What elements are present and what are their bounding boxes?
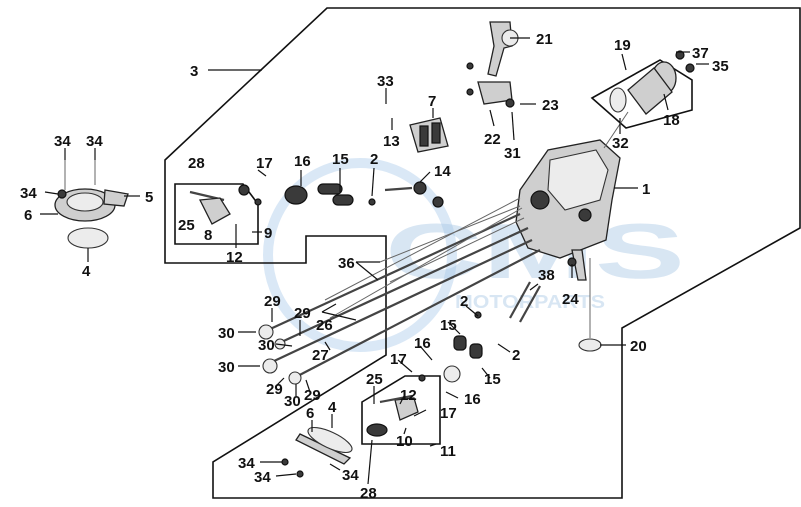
callout-9: 9 bbox=[264, 225, 272, 242]
callout-15-right: 15 bbox=[484, 371, 501, 388]
callout-26: 26 bbox=[316, 317, 333, 334]
callout-24: 24 bbox=[562, 291, 579, 308]
callout-29-d: 29 bbox=[304, 387, 321, 404]
callout-17-mid: 17 bbox=[390, 351, 407, 368]
callout-30-d: 30 bbox=[284, 393, 301, 410]
bolt-14 bbox=[384, 181, 444, 208]
watermark-ring bbox=[263, 158, 457, 352]
callout-16-lower: 16 bbox=[464, 391, 481, 408]
callout-37: 37 bbox=[692, 45, 709, 62]
callout-32: 32 bbox=[612, 135, 629, 152]
tappet-covers-lower bbox=[418, 311, 483, 383]
camshaft bbox=[409, 117, 449, 153]
callout-25-upper: 25 bbox=[178, 217, 195, 234]
callout-20: 20 bbox=[630, 338, 647, 355]
callout-34-lower-c: 34 bbox=[342, 467, 359, 484]
callout-34-lower-b: 34 bbox=[254, 469, 271, 486]
callout-11: 11 bbox=[440, 443, 456, 460]
callout-6-upper: 6 bbox=[24, 207, 32, 224]
callout-16-upper: 16 bbox=[294, 153, 311, 170]
callout-33: 33 bbox=[377, 73, 394, 90]
thermostat-cover bbox=[54, 160, 129, 249]
callout-2-right: 2 bbox=[512, 347, 520, 364]
callout-23: 23 bbox=[542, 97, 559, 114]
callout-17-upper: 17 bbox=[256, 155, 273, 172]
cylinder-head-port bbox=[530, 190, 550, 210]
callout-13: 13 bbox=[383, 133, 400, 150]
callout-21: 21 bbox=[536, 31, 553, 48]
cylinder-head-port-2 bbox=[578, 208, 592, 222]
callout-12-upper: 12 bbox=[226, 249, 243, 266]
callout-22: 22 bbox=[484, 131, 501, 148]
callout-28-lower: 28 bbox=[360, 485, 377, 502]
cylinder-head-stud bbox=[571, 249, 587, 281]
callout-8: 8 bbox=[204, 227, 212, 244]
callout-30-a: 30 bbox=[218, 325, 235, 342]
callout-7: 7 bbox=[428, 93, 436, 110]
callout-18: 18 bbox=[663, 112, 680, 129]
callout-35: 35 bbox=[712, 58, 729, 75]
callout-4-upper: 4 bbox=[82, 263, 91, 280]
leader-lines bbox=[40, 37, 709, 485]
callout-labels: 3 21 19 37 35 33 7 23 18 13 22 31 32 34 … bbox=[20, 31, 729, 502]
callout-34-top-right: 34 bbox=[86, 133, 103, 150]
cylinder-head-cover bbox=[547, 149, 609, 211]
callout-31: 31 bbox=[504, 145, 521, 162]
callout-2-mid: 2 bbox=[460, 293, 468, 310]
callout-12-lower: 12 bbox=[400, 387, 417, 404]
assembly-frame bbox=[164, 7, 801, 499]
push-rods bbox=[267, 197, 541, 381]
callout-27: 27 bbox=[312, 347, 329, 364]
callout-34-lower-a: 34 bbox=[238, 455, 255, 472]
valve-adjuster-9 bbox=[189, 184, 250, 225]
callout-16-mid: 16 bbox=[414, 335, 431, 352]
callout-1: 1 bbox=[642, 181, 650, 198]
intake-pipe bbox=[603, 50, 695, 149]
callout-4-lower: 4 bbox=[328, 399, 337, 416]
rocker-arm-assembly bbox=[466, 21, 519, 108]
callout-2-upper: 2 bbox=[370, 151, 378, 168]
subassembly-frame-11 bbox=[361, 375, 441, 445]
o-ring-20 bbox=[578, 338, 602, 352]
callout-5: 5 bbox=[145, 189, 153, 206]
callout-30-b: 30 bbox=[258, 337, 275, 354]
callout-17-lower: 17 bbox=[440, 405, 457, 422]
subassembly-frame-9 bbox=[174, 183, 259, 245]
callout-15-mid: 15 bbox=[440, 317, 457, 334]
callout-29-a: 29 bbox=[264, 293, 281, 310]
callout-3: 3 bbox=[190, 63, 198, 80]
callout-34-left: 34 bbox=[20, 185, 37, 202]
callout-19: 19 bbox=[614, 37, 631, 54]
callout-29-b: 29 bbox=[294, 305, 311, 322]
callout-29-c: 29 bbox=[266, 381, 283, 398]
tappet-covers-upper bbox=[254, 183, 376, 206]
callout-15-upper: 15 bbox=[332, 151, 349, 168]
thermostat-lower bbox=[281, 426, 353, 478]
callout-38: 38 bbox=[538, 267, 555, 284]
callout-30-c: 30 bbox=[218, 359, 235, 376]
callout-34-top-left: 34 bbox=[54, 133, 71, 150]
callout-10: 10 bbox=[396, 433, 413, 450]
washers bbox=[258, 324, 302, 385]
callout-14: 14 bbox=[434, 163, 451, 180]
cylinder-head bbox=[515, 139, 621, 281]
callout-36: 36 bbox=[338, 255, 355, 272]
callout-6-lower: 6 bbox=[306, 405, 314, 422]
callout-25-lower: 25 bbox=[366, 371, 383, 388]
callout-28-upper: 28 bbox=[188, 155, 205, 172]
